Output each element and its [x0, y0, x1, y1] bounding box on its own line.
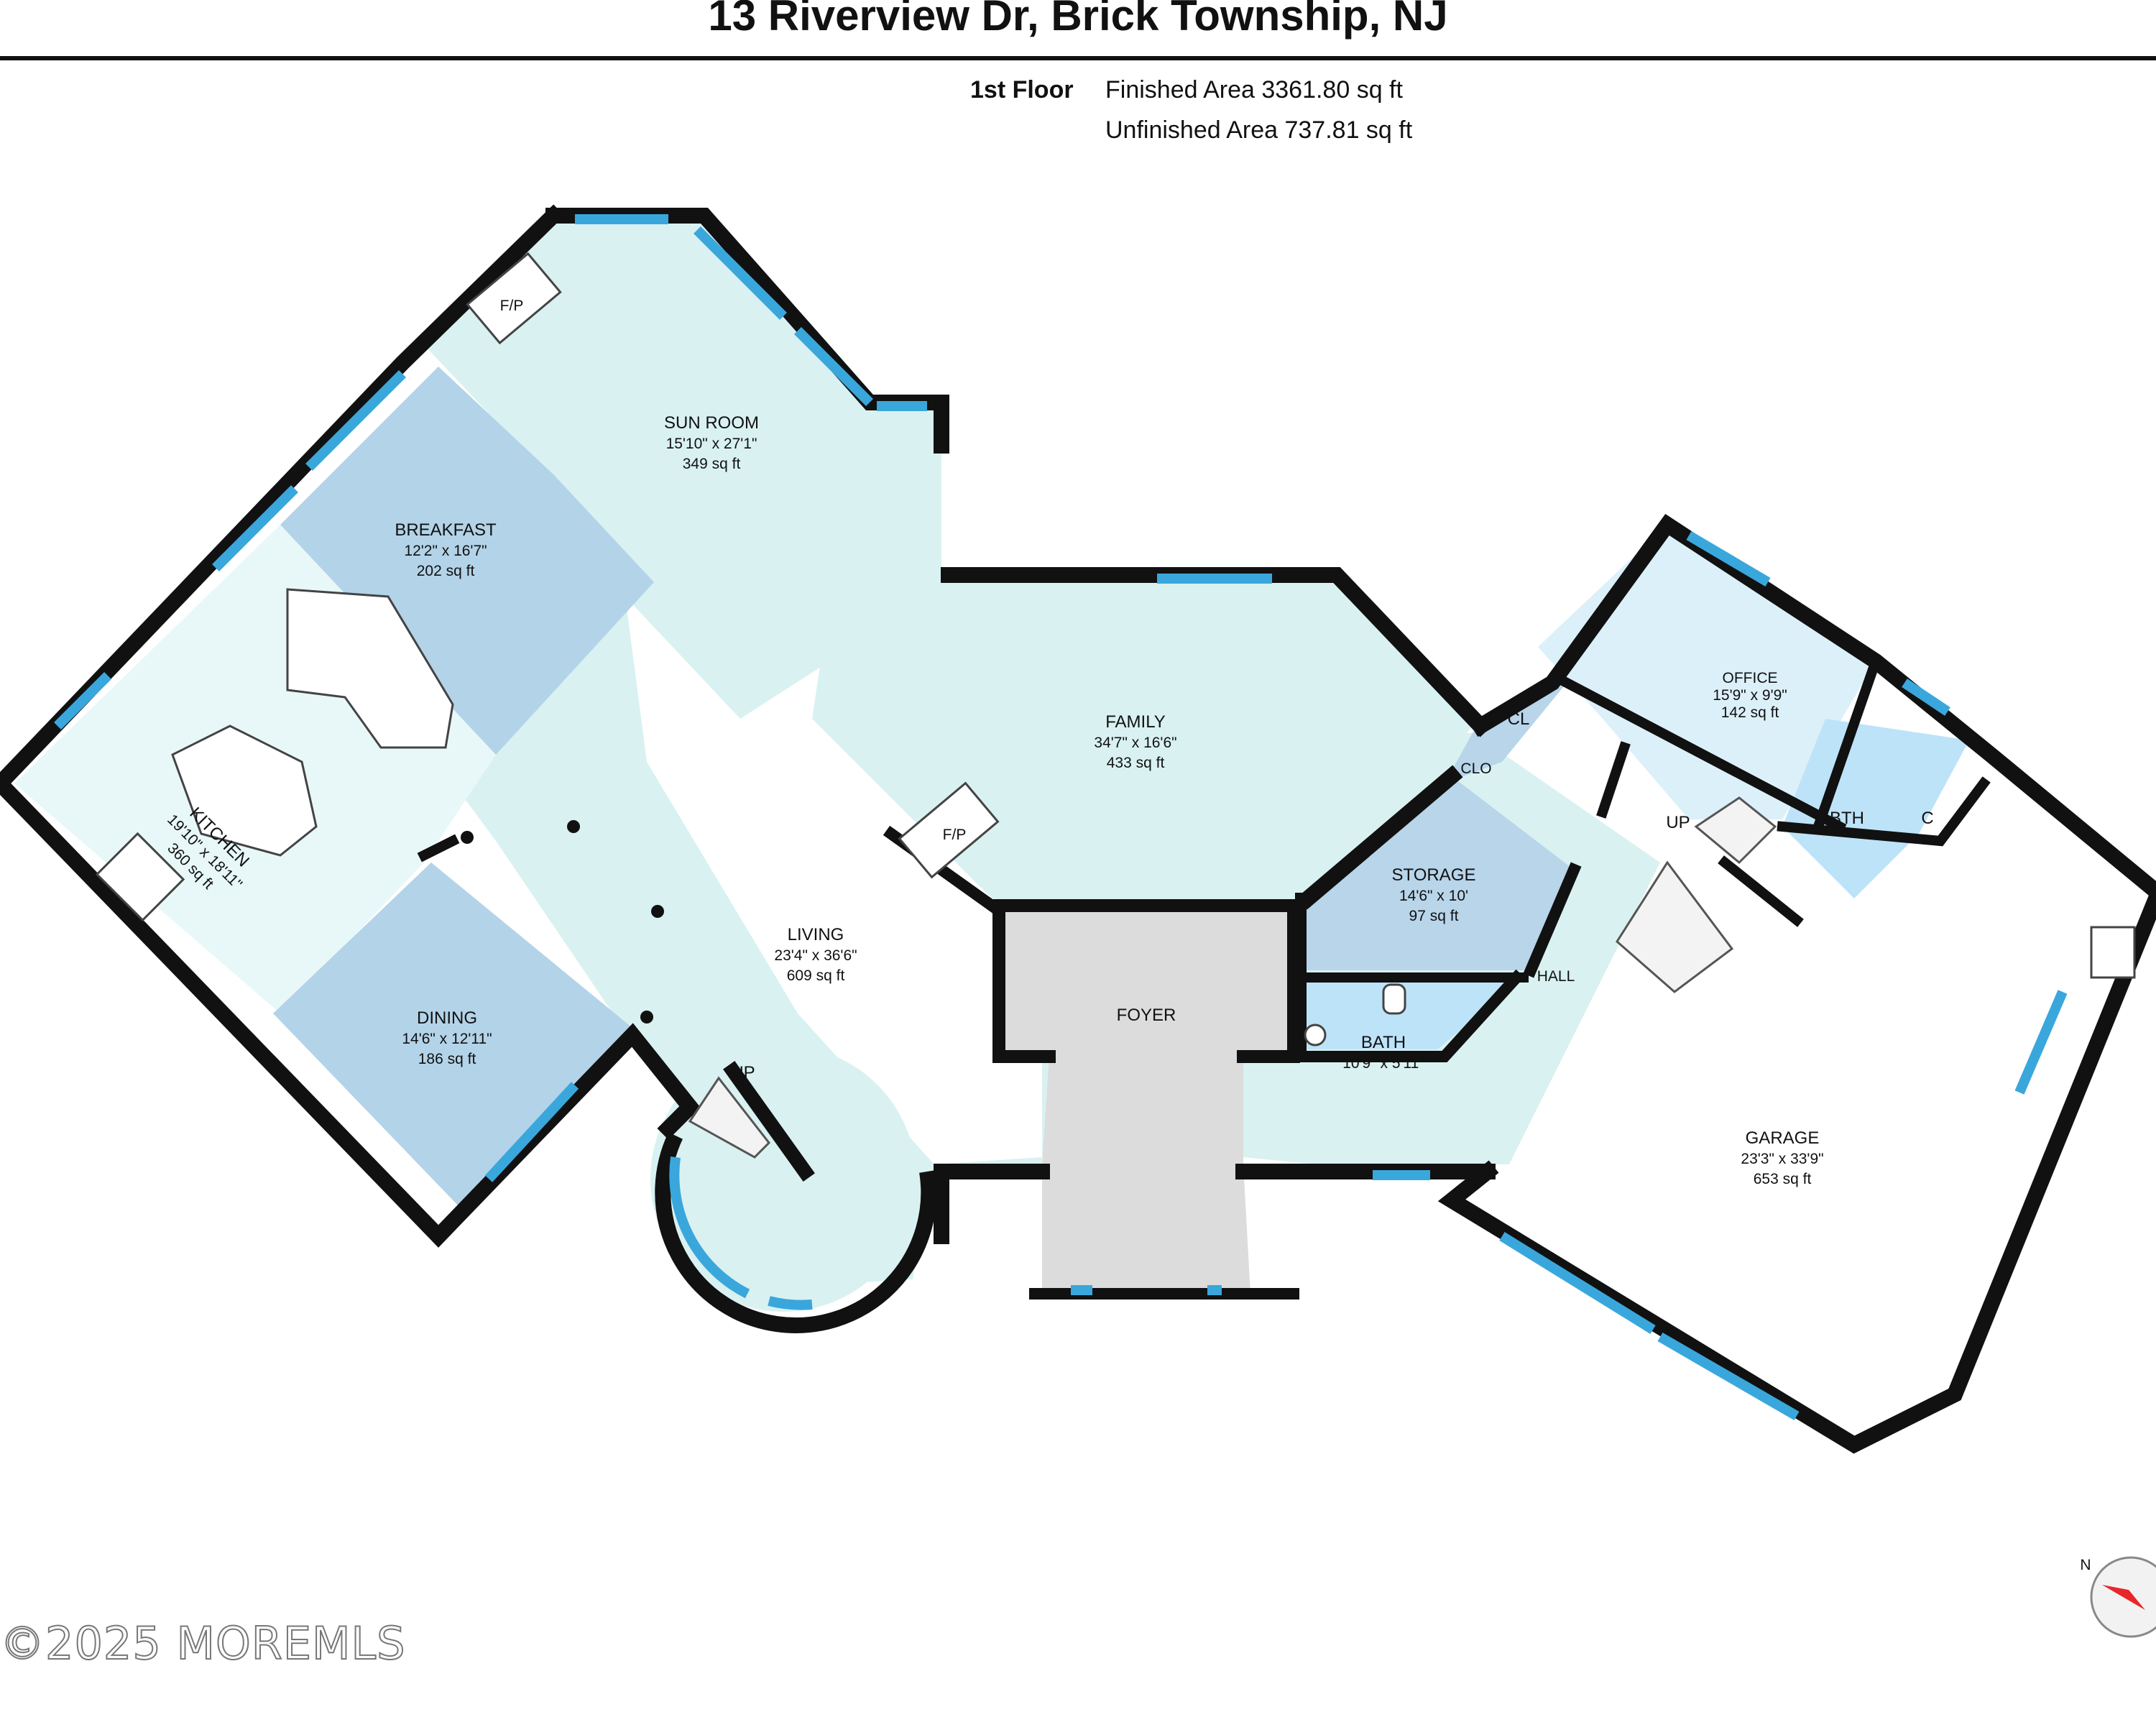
living-dims: 23'4" x 36'6": [774, 947, 857, 964]
sunroom-name: SUN ROOM: [664, 413, 759, 433]
closet-fill: [1445, 683, 1567, 783]
range: [95, 832, 185, 922]
bath-name: BATH: [1361, 1033, 1406, 1052]
cl-name: CL: [1508, 709, 1530, 729]
living-stairs: [688, 1076, 770, 1159]
up-living: UP: [731, 1063, 755, 1082]
garage-dims: 23'3" x 33'9": [1741, 1151, 1823, 1167]
dining-area: 186 sq ft: [418, 1051, 476, 1067]
storage-name: STORAGE: [1392, 865, 1476, 885]
compass-needle-icon: [2102, 1585, 2145, 1610]
unfinished-area: Unfinished Area 737.81 sq ft: [1105, 116, 1413, 144]
sunroom-dims: 15'10" x 27'1": [666, 436, 757, 452]
garage-range: [2090, 926, 2136, 979]
storage-fill: [1301, 776, 1574, 970]
living-name: LIVING: [788, 925, 844, 944]
sink: [1304, 1024, 1327, 1046]
fireplace-sunroom: [466, 252, 562, 345]
hall-stairs: [1694, 796, 1777, 865]
garage-area: 653 sq ft: [1754, 1171, 1812, 1187]
foyer-fill: [999, 906, 1294, 1294]
c-name: C: [1921, 809, 1933, 828]
clo-name: CLO: [1460, 760, 1491, 777]
bath-dims: 10'9" x 5'11": [1342, 1055, 1424, 1072]
compass-north: N: [2080, 1557, 2091, 1573]
family-name: FAMILY: [1105, 712, 1166, 732]
bath-fill: [1301, 978, 1524, 1049]
breakfast-name: BREAKFAST: [395, 520, 497, 540]
living-bay-wall: [655, 1132, 937, 1333]
floor-label: 1st Floor: [970, 76, 1074, 104]
garage-stairs: [1616, 860, 1734, 993]
fp-family: F/P: [943, 827, 967, 843]
header-rule: [0, 56, 2156, 60]
finished-area: Finished Area 3361.80 sq ft: [1105, 76, 1403, 104]
room-fills: [14, 216, 1969, 1312]
office-bath-fill: [1782, 719, 1969, 898]
compass: N: [2080, 1556, 2156, 1638]
family-area: 433 sq ft: [1107, 755, 1165, 771]
dining-dims: 14'6" x 12'11": [402, 1031, 492, 1047]
office-area: 142 sq ft: [1721, 704, 1779, 721]
fp-sunroom: F/P: [500, 298, 524, 314]
toilet: [1382, 983, 1406, 1015]
up-hall: UP: [1666, 813, 1690, 832]
breakfast-area: 202 sq ft: [417, 563, 475, 579]
columns: [461, 820, 664, 1024]
breakfast-fill: [280, 367, 654, 755]
fixtures: [95, 252, 2136, 1046]
foyer-name: FOYER: [1117, 1006, 1176, 1025]
fireplace-family: [898, 781, 1000, 879]
storage-area: 97 sq ft: [1409, 908, 1459, 924]
bth-name: BTH: [1830, 809, 1864, 828]
storage-dims: 14'6" x 10': [1399, 888, 1468, 904]
windows: [54, 214, 2068, 1421]
garage-name: GARAGE: [1746, 1128, 1820, 1148]
office-name: OFFICE: [1723, 670, 1778, 686]
watermark: ©2025 MOREMLS: [0, 1616, 406, 1670]
kitchen-island: [286, 588, 454, 749]
sunroom-area: 349 sq ft: [683, 456, 741, 472]
dining-name: DINING: [417, 1008, 477, 1028]
family-dims: 34'7" x 16'6": [1094, 735, 1176, 751]
breakfast-dims: 12'2" x 16'7": [404, 543, 487, 559]
kitchen-peninsula: [171, 724, 318, 857]
property-address: 13 Riverview Dr, Brick Township, NJ: [708, 0, 1448, 40]
room-labels: SUN ROOM 15'10" x 27'1" 349 sq ft BREAKF…: [164, 298, 1934, 1187]
office-dims: 15'9" x 9'9": [1713, 687, 1787, 704]
living-area: 609 sq ft: [787, 967, 845, 984]
stairs: [688, 796, 1777, 1159]
hall-name: HALL: [1537, 968, 1575, 985]
